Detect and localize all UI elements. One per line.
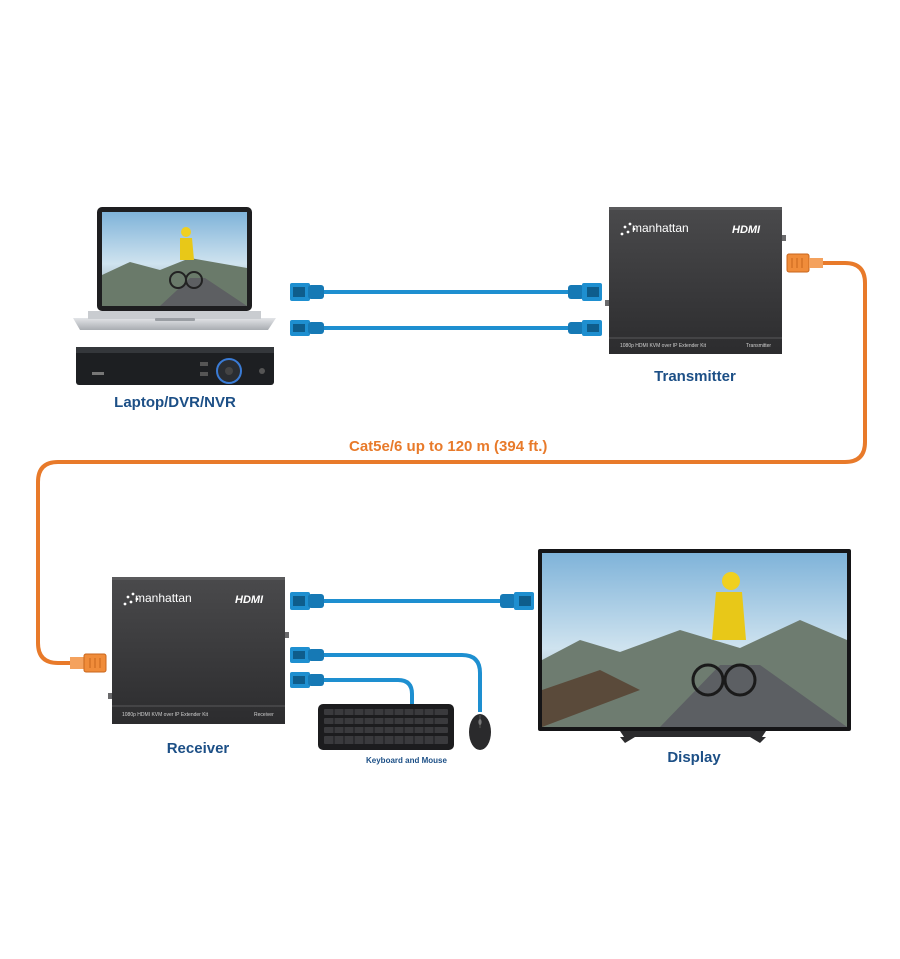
- manhattan-logo-icon: [620, 222, 636, 236]
- cyclist-icon: [691, 572, 757, 697]
- dvr-nvr-unit: [76, 347, 274, 385]
- label-laptop-dvr-nvr: Laptop/DVR/NVR: [114, 394, 236, 411]
- hdmi-cable-display: [290, 592, 534, 610]
- usb-cable-keyboard: [290, 672, 414, 706]
- keyboard: [318, 704, 454, 750]
- label-receiver: Receiver: [166, 740, 230, 757]
- cat-cable: [36, 261, 867, 665]
- receiver-tag: Receiver: [254, 712, 274, 718]
- transmitter-tag: Transmitter: [746, 343, 771, 349]
- rj45-connector-receiver: [70, 653, 107, 673]
- laptop: [73, 207, 276, 330]
- receiver-hdmi-logo: HDMI: [235, 594, 264, 606]
- transmitter-box: manhattan HDMI 1080p HDMI KVM over IP Ex…: [605, 207, 786, 354]
- label-display: Display: [667, 749, 721, 766]
- display-tv: [538, 549, 851, 743]
- transmitter-brand: manhattan: [632, 221, 689, 235]
- transmitter-hdmi-logo: HDMI: [732, 224, 761, 236]
- usb-cable-source: [290, 320, 602, 336]
- receiver-model: 1080p HDMI KVM over IP Extender Kit: [122, 712, 209, 718]
- mouse: [469, 714, 491, 750]
- label-cable-length: Cat5e/6 up to 120 m (394 ft.): [349, 438, 548, 455]
- label-transmitter: Transmitter: [654, 368, 736, 385]
- receiver-box: manhattan HDMI 1080p HDMI KVM over IP Ex…: [108, 577, 289, 724]
- hdmi-cable-source: [290, 283, 602, 301]
- cyclist-icon: [169, 227, 203, 289]
- receiver-brand: manhattan: [135, 591, 192, 605]
- transmitter-model: 1080p HDMI KVM over IP Extender Kit: [620, 343, 707, 349]
- manhattan-logo-icon: [123, 592, 139, 606]
- rj45-connector-transmitter: [786, 253, 823, 273]
- label-keyboard-mouse: Keyboard and Mouse: [366, 756, 447, 765]
- usb-cable-mouse: [290, 647, 482, 712]
